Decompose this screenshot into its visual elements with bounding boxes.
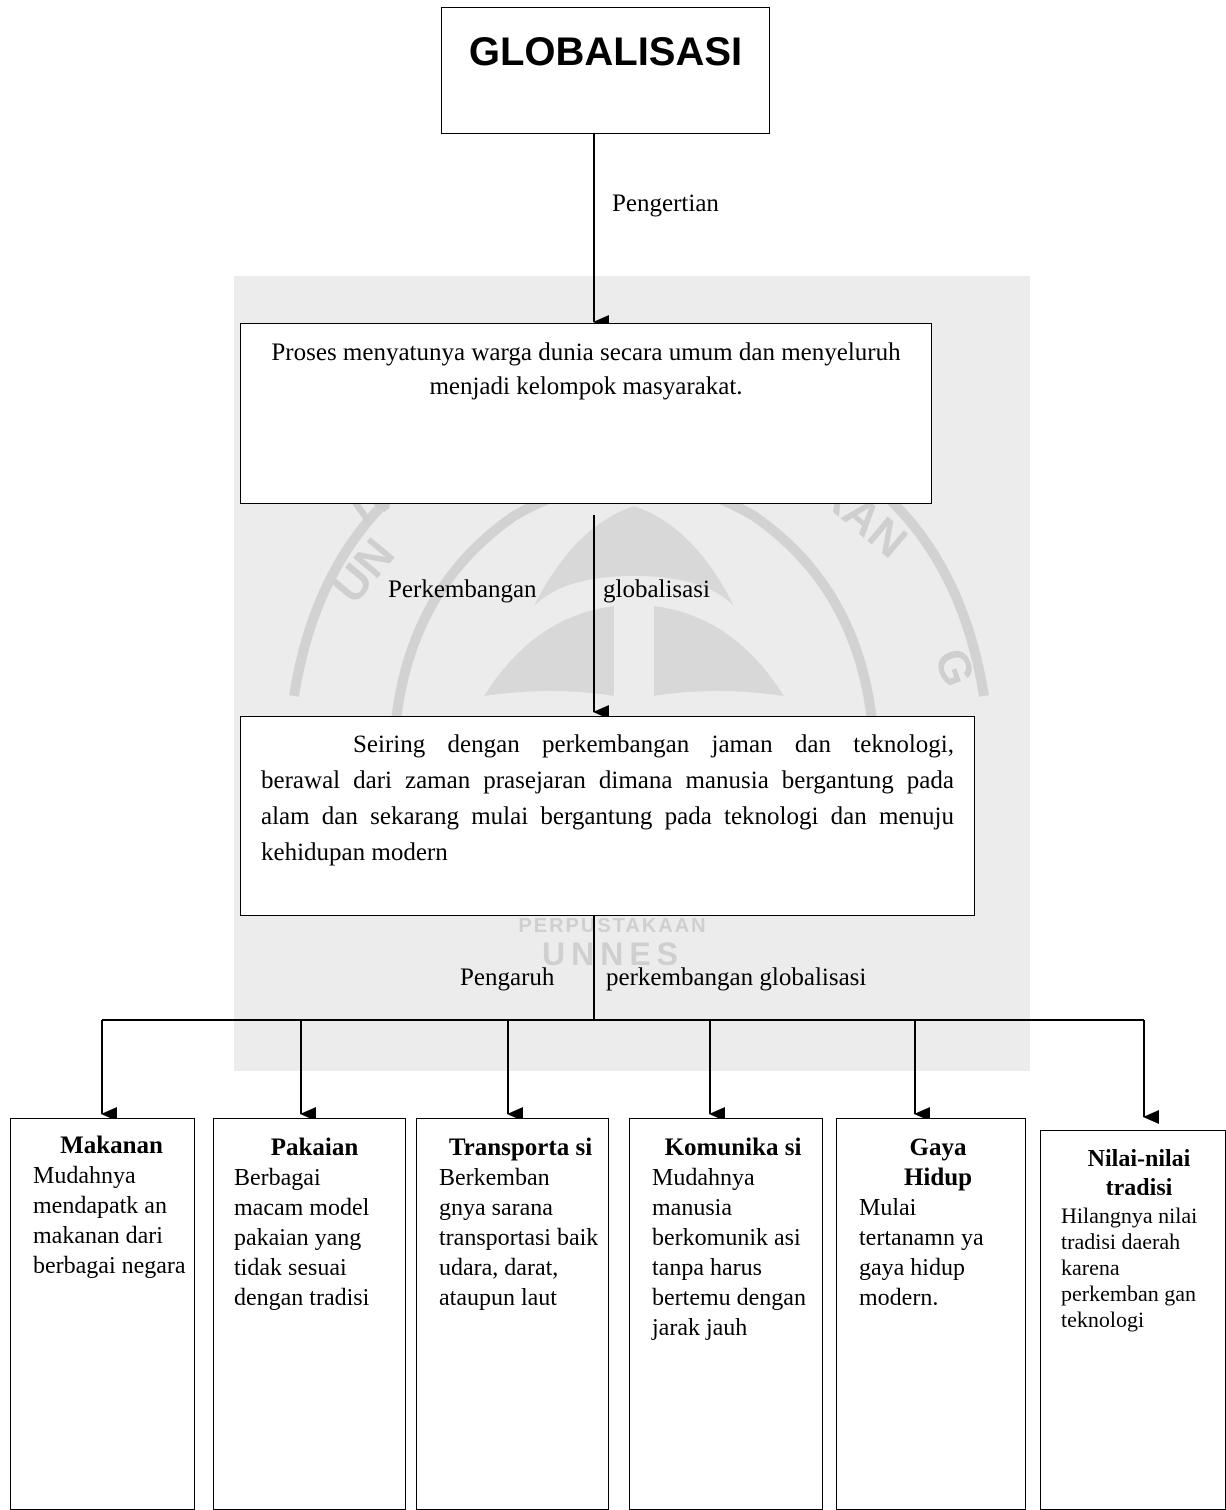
diagram-title: GLOBALISASI	[468, 30, 743, 74]
category-body: Mulai tertanamn ya gaya hidup modern.	[859, 1195, 984, 1311]
category-body: Mudahnya manusia berkomunik asi tanpa ha…	[652, 1165, 806, 1341]
edge-label-pengaruh: Pengaruh	[460, 964, 555, 991]
category-title: Nilai-nilai tradisi	[1087, 1146, 1191, 1201]
development-box: Seiring dengan perkembangan jaman dan te…	[240, 716, 975, 916]
edge-label-pengertian: Pengertian	[612, 190, 719, 217]
category-body: Berkemban gnya sarana transportasi baik …	[439, 1165, 599, 1311]
title-box: GLOBALISASI	[441, 7, 770, 134]
category-box-transportasi: Transporta si Berkemban gnya sarana tran…	[416, 1118, 609, 1510]
category-body: Berbagai macam model pakaian yang tidak …	[234, 1165, 370, 1311]
watermark-perpustakaan: PERPUSTAKAAN	[518, 915, 708, 937]
watermark-unnes: UNNES	[541, 936, 684, 972]
category-box-gaya-hidup: Gaya Hidup Mulai tertanamn ya gaya hidup…	[836, 1118, 1026, 1510]
category-title: Makanan	[60, 1132, 163, 1159]
category-title: Gaya Hidup	[903, 1134, 973, 1191]
edge-label-perkembangan: Perkembangan	[388, 576, 537, 603]
category-title: Transporta si	[448, 1134, 593, 1161]
category-box-pakaian: Pakaian Berbagai macam model pakaian yan…	[213, 1118, 406, 1510]
category-body: Hilangnya nilai tradisi daerah karena pe…	[1061, 1203, 1198, 1332]
edge-label-perkembangan-globalisasi: perkembangan globalisasi	[606, 964, 867, 991]
category-title: Pakaian	[270, 1134, 359, 1161]
category-body: Mudahnya mendapatk an makanan dari berba…	[33, 1163, 186, 1279]
category-box-nilai-tradisi: Nilai-nilai tradisi Hilangnya nilai trad…	[1040, 1130, 1226, 1510]
definition-text: Proses menyatunya warga dunia secara umu…	[271, 339, 901, 400]
development-text: Seiring dengan perkembangan jaman dan te…	[261, 731, 954, 866]
category-title: Komunika si	[664, 1134, 802, 1161]
edge-label-globalisasi: globalisasi	[603, 576, 710, 603]
category-box-komunikasi: Komunika si Mudahnya manusia berkomunik …	[629, 1118, 823, 1510]
definition-box: Proses menyatunya warga dunia secara umu…	[240, 323, 932, 504]
category-box-makanan: Makanan Mudahnya mendapatk an makanan da…	[10, 1118, 195, 1510]
